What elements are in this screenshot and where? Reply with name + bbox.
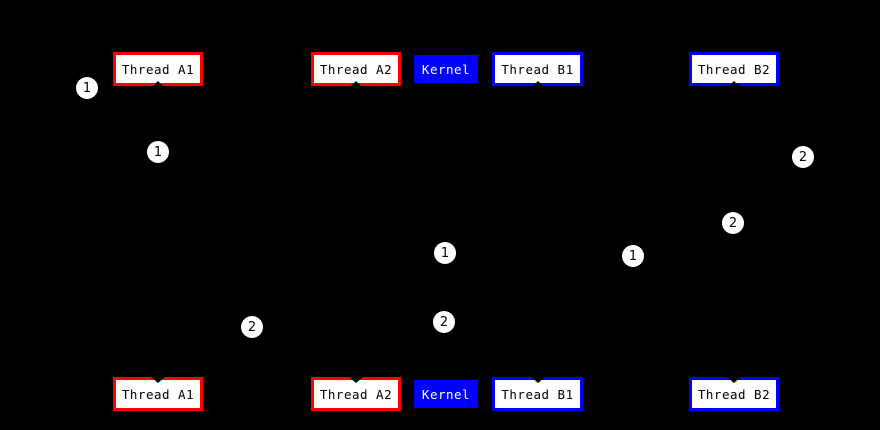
step-badge-label: 1 xyxy=(440,245,450,261)
step-badge: 2 xyxy=(241,316,263,338)
node-kernel-bottom: Kernel xyxy=(414,380,478,408)
node-thread-a1-bottom-label: Thread A1 xyxy=(121,386,195,402)
step-badge-label: 2 xyxy=(247,319,257,335)
node-thread-b2-top: Thread B2 xyxy=(689,52,779,86)
node-thread-b2-bottom-label: Thread B2 xyxy=(697,386,771,402)
step-badge-label: 2 xyxy=(798,149,808,165)
node-thread-a2-top-label: Thread A2 xyxy=(319,61,393,77)
node-kernel-top: Kernel xyxy=(414,55,478,83)
node-thread-a1-top-label: Thread A1 xyxy=(121,61,195,77)
edge-arrowhead-notch xyxy=(349,377,363,383)
edge-arrowhead-notch xyxy=(153,81,163,86)
step-badge: 1 xyxy=(434,242,456,264)
node-kernel-top-label: Kernel xyxy=(421,61,471,77)
step-badge-label: 1 xyxy=(82,80,92,96)
node-thread-a1-top: Thread A1 xyxy=(113,52,203,86)
step-badge-label: 1 xyxy=(153,144,163,160)
edge-arrowhead-notch xyxy=(727,377,741,383)
step-badge-label: 2 xyxy=(728,215,738,231)
node-thread-a1-bottom: Thread A1 xyxy=(113,377,203,411)
node-thread-b1-top-label: Thread B1 xyxy=(501,61,574,77)
step-badge: 2 xyxy=(792,146,814,168)
node-thread-a2-bottom-label: Thread A2 xyxy=(319,386,393,402)
node-thread-a2-top: Thread A2 xyxy=(311,52,401,86)
node-thread-a2-bottom: Thread A2 xyxy=(311,377,401,411)
edge-arrowhead-notch xyxy=(151,377,165,383)
node-thread-b1-top: Thread B1 xyxy=(492,52,583,86)
edge-arrowhead-notch xyxy=(351,81,361,86)
node-thread-b1-bottom: Thread B1 xyxy=(492,377,583,411)
step-badge: 1 xyxy=(76,77,98,99)
node-thread-b1-bottom-label: Thread B1 xyxy=(501,386,574,402)
step-badge: 2 xyxy=(433,311,455,333)
step-badge-label: 1 xyxy=(628,248,638,264)
edge-arrowhead-notch xyxy=(532,81,543,86)
node-kernel-bottom-label: Kernel xyxy=(421,386,471,402)
node-thread-b2-top-label: Thread B2 xyxy=(697,61,771,77)
edge-arrowhead-notch xyxy=(729,81,739,86)
step-badge: 2 xyxy=(722,212,744,234)
node-thread-b2-bottom: Thread B2 xyxy=(689,377,779,411)
step-badge: 1 xyxy=(147,141,169,163)
step-badge-label: 2 xyxy=(439,314,449,330)
edge-arrowhead-notch xyxy=(530,377,545,383)
step-badge: 1 xyxy=(622,245,644,267)
